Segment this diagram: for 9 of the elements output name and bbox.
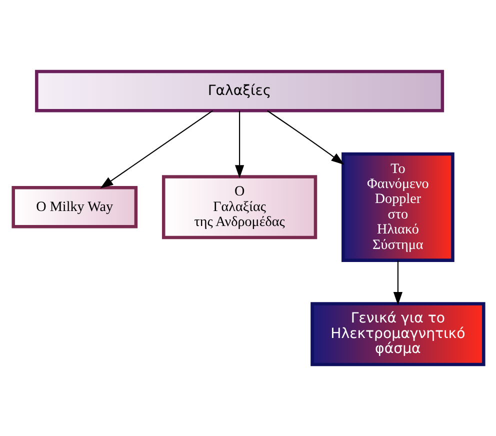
node-box: Ο Milky Way — [11, 186, 138, 228]
arrow — [392, 260, 402, 306]
arrow — [266, 110, 344, 165]
node-box: Ο Γαλαξίας της Ανδρομέδας — [161, 175, 317, 240]
node-box: Γαλαξίες — [34, 70, 444, 112]
node-box: Γενικά για το Ηλεκτρομαγνητικό φάσμα — [310, 302, 485, 366]
node-box: Το Φαινόμενο Doppler στο Ηλιακό Σύστημα — [341, 152, 454, 262]
arrow — [234, 110, 244, 178]
arrow — [100, 110, 212, 188]
